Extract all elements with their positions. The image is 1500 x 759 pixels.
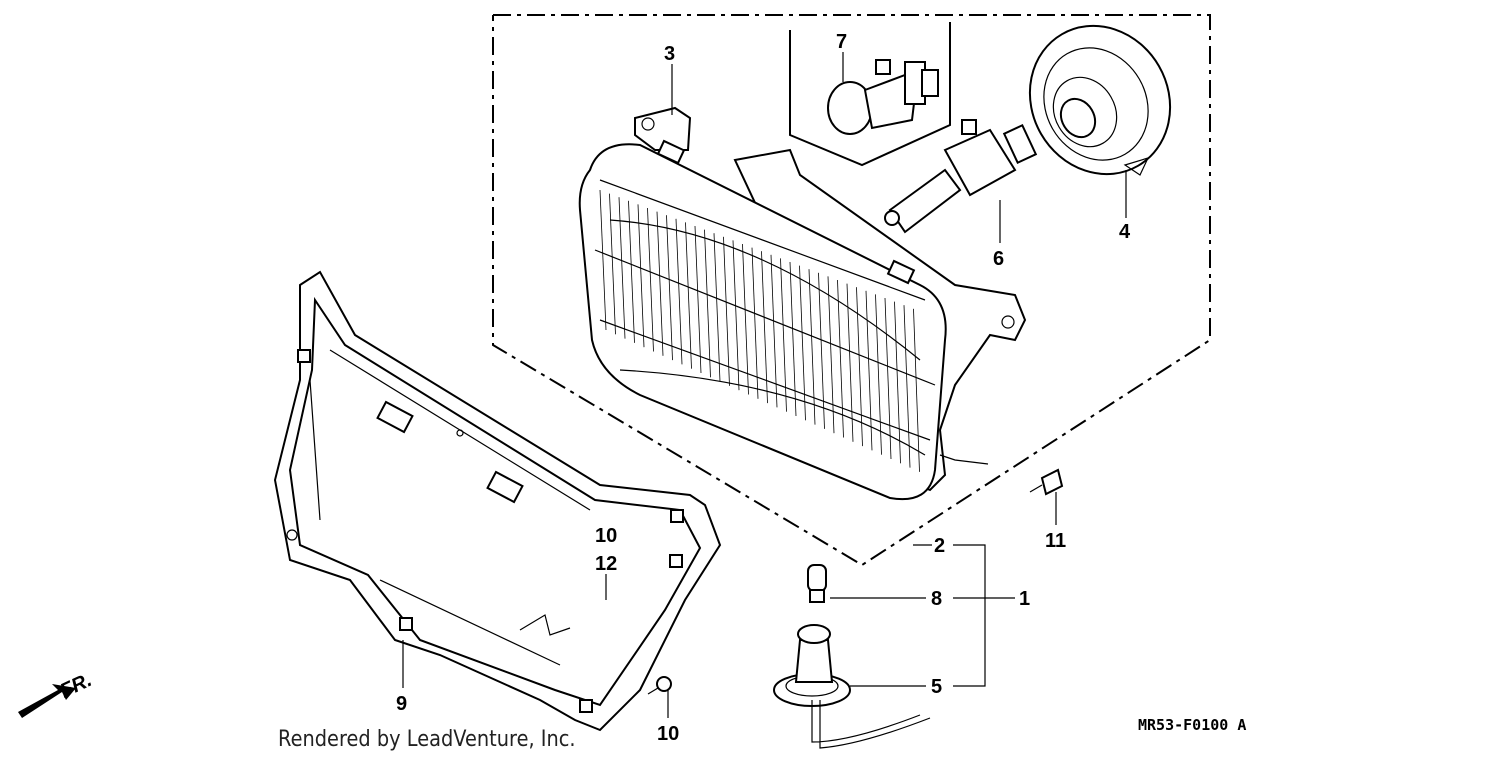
bolt-11 bbox=[1029, 468, 1064, 496]
callout-10-lower: 10 bbox=[657, 723, 679, 745]
callout-6: 6 bbox=[993, 248, 1004, 270]
screw-10-lower bbox=[647, 676, 672, 695]
halogen-bulb-7 bbox=[827, 59, 939, 135]
callout-10-upper: 10 bbox=[595, 525, 617, 547]
diagram-code: MR53-F0100 A bbox=[1138, 716, 1246, 734]
headlight-frame-9 bbox=[273, 270, 722, 732]
credit-text: Rendered by LeadVenture, Inc. bbox=[278, 727, 576, 752]
callout-5: 5 bbox=[931, 676, 942, 698]
callout-11: 11 bbox=[1045, 530, 1066, 552]
callout-2: 2 bbox=[934, 535, 945, 557]
assembly-boundary bbox=[492, 14, 1211, 567]
bulb-7-enclosure bbox=[789, 22, 951, 167]
callout-9: 9 bbox=[396, 693, 407, 715]
callout-1: 1 bbox=[1019, 588, 1030, 610]
callout-8: 8 bbox=[931, 588, 942, 610]
headlight-lens bbox=[578, 139, 947, 501]
callout-7: 7 bbox=[836, 31, 847, 53]
front-arrow-icon: FR. bbox=[18, 669, 95, 718]
callout-12: 12 bbox=[595, 553, 617, 575]
socket-5 bbox=[773, 624, 931, 749]
callout-3: 3 bbox=[664, 43, 675, 65]
dust-cover-4 bbox=[1028, 24, 1172, 176]
front-label: FR. bbox=[57, 669, 95, 703]
position-bulb-8 bbox=[807, 564, 827, 603]
callouts: 3 7 6 4 11 2 8 1 5 9 10 12 10 bbox=[396, 31, 1131, 745]
callout-4: 4 bbox=[1119, 221, 1131, 243]
halogen-bulb-6 bbox=[884, 119, 1038, 234]
leader-lines bbox=[402, 52, 1127, 718]
